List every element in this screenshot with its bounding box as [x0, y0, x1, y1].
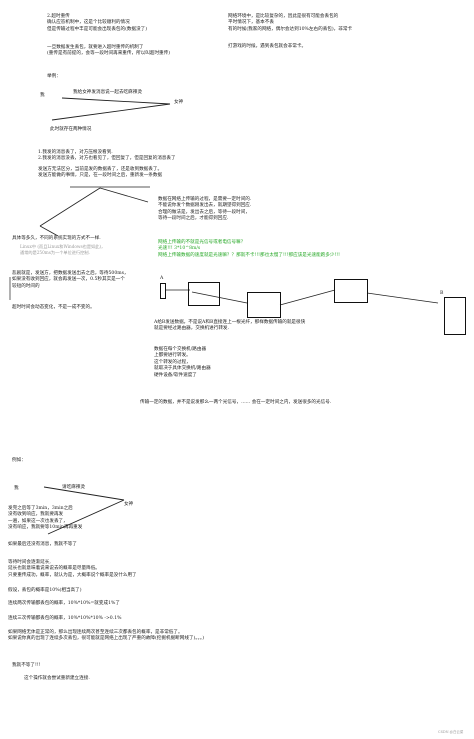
router-3 — [334, 279, 368, 303]
switch-forwarding-note: 数据在每个交换机/路由器 上都要进行转发。 这个转发的过程， 就取决于具体交换机… — [154, 347, 211, 378]
increasing-wait-note: 等待时间会逐渐延长, 延长也就意味着说来说去的概率是尽量降低。 只要重传成功，概… — [8, 560, 137, 578]
receiver2-label: 女神 — [124, 502, 134, 507]
message-label: 我给女神发消息说一起去吃麻辣烫 — [73, 90, 142, 95]
two-cases-caption: 此时就存在两种情况 — [50, 127, 92, 132]
network-env-note: 网络环境中，是比较复杂的，因此是很有可能会丢包的 平时情况下，基本不丢 有的时候… — [228, 14, 353, 32]
case-item: 2.我发的消息没丢，对方也看见了，但回复了，但是回复的消息丢了 — [38, 156, 176, 162]
sender2-label: 我 — [14, 486, 19, 491]
node-b — [444, 297, 466, 335]
stop-waiting-note: 我就不等了!!! — [12, 663, 41, 668]
signal-transfer-note: 传输一定的数据，并不是说发那么一两个光信号，…… 会在一定时间之内，发送很多的光… — [140, 400, 332, 405]
arrow-tail — [39, 225, 59, 237]
watermark: CSDN @白云菜 — [438, 730, 464, 734]
message2-label: 请吃麻辣烫 — [62, 485, 85, 490]
light-speed-note: 网络上传输的不就是光信号或者电信号嘛？ 光速!!! 3*10^8m/s 网络上传… — [158, 240, 340, 258]
timeout-retransmit-intro: 2.超时重传 确认应答机制中，这是个比较顺利的情况 但是传输过程中丰是可能会出现… — [47, 14, 148, 32]
return2-arrow — [47, 499, 125, 535]
message2-arrow — [43, 486, 125, 501]
sender-label: 我 — [40, 93, 45, 98]
game-lag-note: 打游戏的时候，遇到丢包就会非常卡。 — [228, 44, 307, 49]
retry-explanation: 悲剧就是，发送方，把数据发送出去之后，等待500ms， 如果没有收到回应，就会再… — [12, 271, 129, 289]
case-item: 1.我发的消息丢了，对方压根没看到. — [38, 150, 113, 155]
link-node3-b — [366, 292, 439, 304]
node-a — [160, 283, 166, 299]
section-heading: 2.超时重传 — [47, 14, 70, 19]
return-arrow-line — [51, 103, 171, 121]
dynamic-timeout-note: 超时时间会动态变化，不是一成不变的。 — [12, 305, 95, 310]
node-b-label: B — [440, 291, 444, 296]
two-loss-calc: 连续两次传输都丢包的概率，10%*10%=就变成1%了 — [8, 601, 120, 606]
example-heading: 举例： — [47, 74, 61, 79]
loss-assumption: 假设，丢包的概率是10%(相当高了) — [8, 588, 82, 593]
routing-note: A给B发送数据，不是说A和B直接连上一根光纤，那样数据传输的就是很快 就是要经过… — [154, 320, 306, 332]
transmission-time-note: 数据在网络上传输的过程，是需要一定时间的. 不能说你发个数据刚发出去，就期望得到… — [158, 197, 252, 222]
receiver-label: 女神 — [174, 100, 184, 105]
sender-confusion: 发送方无法区分，当前是发的数据丢了，还是收到数据丢了。 发送方能做的事情，只是，… — [38, 167, 163, 179]
message-arrow-line — [61, 97, 171, 105]
conclusion-note: 如果网络无体是正常的，那么出现连续两次甚至连续三次都丢包的概率，是非常低了。 如… — [8, 630, 205, 642]
reconnect-note: 这个操作就会尝试重新建立连接. — [24, 676, 90, 681]
give-up-note: 如果最后还没有消息，我就不等了 — [8, 542, 77, 547]
link-node2-node3 — [279, 289, 336, 306]
three-loss-calc: 连续三次传输都丢包的概率，10%*10%*10% ->0.1% — [8, 616, 122, 621]
packet-loss-note: 一旦数据发生丢包，就要进入超时重传的机制了 (重传是有前提的，会等一段时间再来重… — [47, 45, 171, 57]
arrow-down-left — [39, 187, 101, 227]
router-1 — [188, 282, 220, 306]
arrow-to-right-text — [99, 187, 149, 203]
router-2 — [247, 292, 281, 318]
example2-heading: 例如： — [12, 458, 26, 463]
case-list: 1.我发的消息丢了，对方压根没看到. 2.我发的消息没丢，对方也看见了，但回复了… — [38, 150, 176, 163]
wait-time-heading: 具体等多久，不同的系统实现的方式不一样. — [12, 236, 101, 241]
node-a-label: A — [160, 276, 164, 281]
wait-retry-steps: 发完之后等了3min，3min之后 没有收到响应，我就要再发 一遍，如果这一次也… — [8, 506, 83, 531]
linux-note: Linux中 (而且Linux和Windows也是如此)， 通常的是250ms为… — [20, 244, 106, 256]
